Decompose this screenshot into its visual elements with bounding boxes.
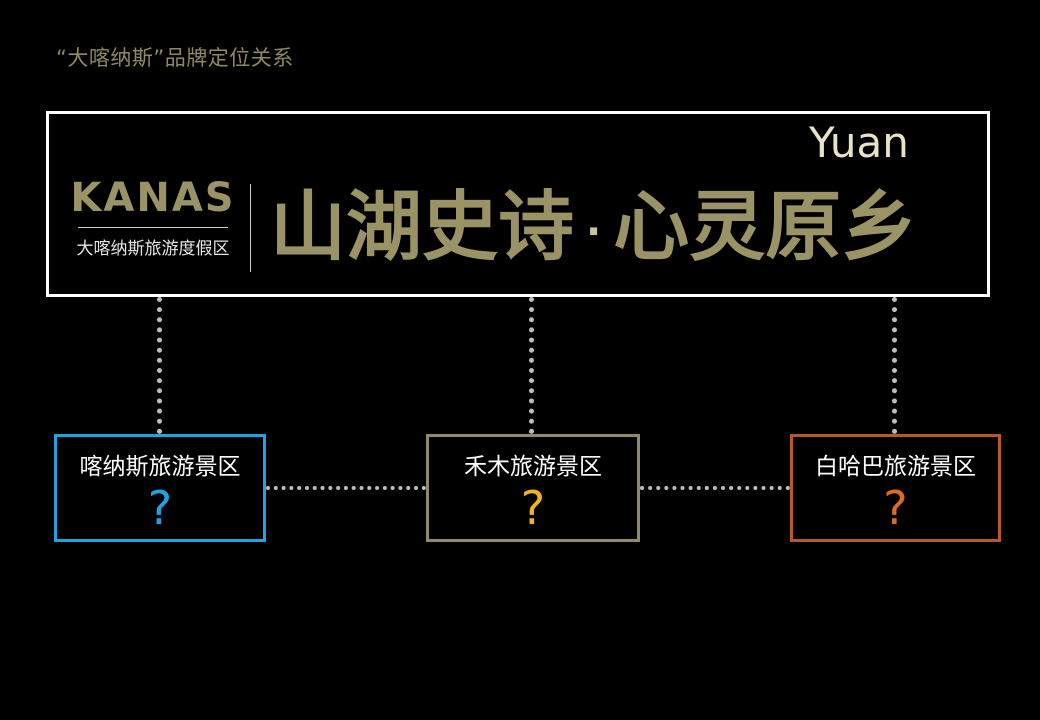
slogan-right: 心灵原乡 (613, 182, 918, 271)
question-mark-icon: ? (520, 481, 546, 535)
slogan-left: 山湖史诗 (270, 182, 574, 271)
brand-slogan: 山湖史诗 ·心灵原乡 (270, 182, 917, 277)
kanas-logo: KANAS 大喀纳斯旅游度假区 (63, 176, 243, 259)
connector-vertical-baihaba (892, 297, 897, 434)
tagline-yuan: Yuan (809, 118, 909, 167)
kanas-wordmark: KANAS (70, 175, 236, 221)
connector-vertical-kanas (157, 297, 162, 434)
kanas-subtitle: 大喀纳斯旅游度假区 (76, 239, 230, 259)
node-name: 喀纳斯旅游景区 (79, 454, 241, 480)
connector-horizontal-left (266, 486, 426, 490)
node-name: 白哈巴旅游景区 (815, 454, 976, 480)
question-mark-icon: ? (883, 481, 908, 535)
slide-title: “大喀纳斯”品牌定位关系 (56, 46, 294, 70)
connector-vertical-hemu (529, 297, 534, 434)
node-baihaba: 白哈巴旅游景区 ? (790, 434, 1001, 542)
slogan-separator: · (586, 209, 602, 255)
question-mark-icon: ? (147, 481, 173, 535)
node-kanas: 喀纳斯旅游景区 ? (54, 434, 266, 542)
logo-rule (78, 227, 228, 228)
connector-horizontal-right (640, 486, 790, 490)
brand-hero-box: Yuan KANAS 大喀纳斯旅游度假区 山湖史诗 ·心灵原乡 (46, 111, 990, 297)
node-name: 禾木旅游景区 (464, 454, 602, 480)
node-hemu: 禾木旅游景区 ? (426, 434, 640, 542)
hero-divider (250, 184, 251, 272)
